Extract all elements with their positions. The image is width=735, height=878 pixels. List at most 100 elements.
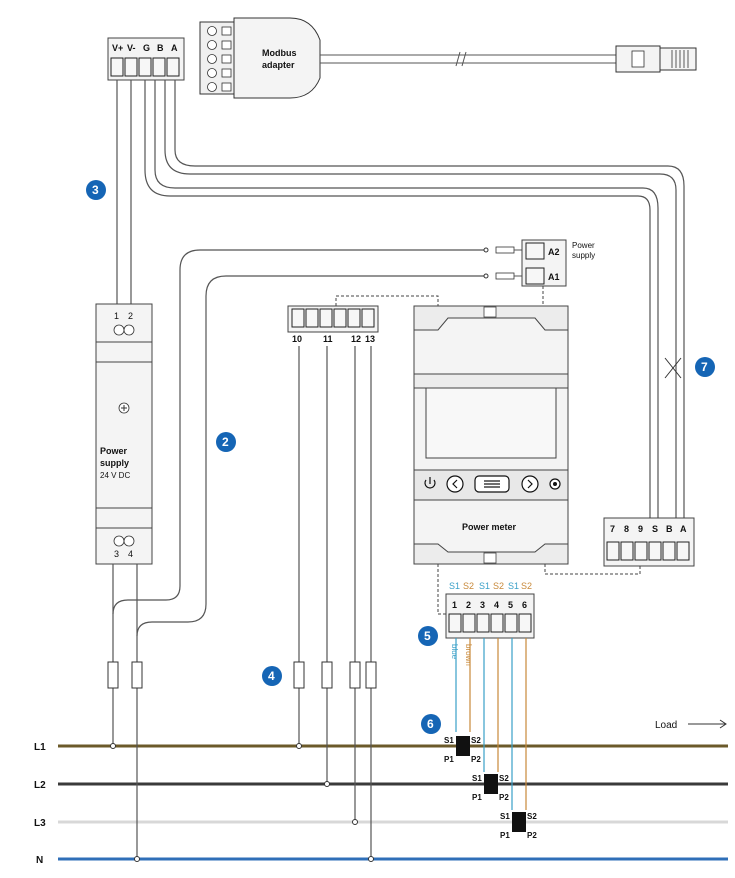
comm-terminal: 7 8 9 S B A bbox=[603, 517, 695, 567]
badge-5: 5 bbox=[418, 626, 438, 646]
badge-number: 4 bbox=[268, 669, 275, 683]
comm-terminal-label: 9 bbox=[638, 524, 643, 534]
power-meter-title: Power meter bbox=[462, 522, 517, 532]
line-label-l3: L3 bbox=[34, 818, 46, 829]
aux-supply-label: Power bbox=[572, 241, 595, 250]
line-label-l2: L2 bbox=[34, 780, 46, 791]
ct-p2-label: P2 bbox=[527, 831, 537, 840]
aux-terminal-label: A1 bbox=[548, 272, 560, 282]
io-terminal-label: 12 bbox=[351, 334, 361, 344]
badge-number: 7 bbox=[701, 360, 708, 374]
rj45-plug-icon bbox=[615, 45, 697, 73]
ct-terminal-number: 5 bbox=[508, 600, 513, 610]
ct-p1-label: P1 bbox=[472, 793, 482, 802]
ct-terminal-number: 1 bbox=[452, 600, 457, 610]
ps-terminal-label: 3 bbox=[114, 549, 119, 559]
badge-number: 6 bbox=[427, 717, 434, 731]
ct-s2-label: S2 bbox=[499, 774, 509, 783]
ps-terminal-label: 4 bbox=[128, 549, 133, 559]
modbus-bus-cable bbox=[144, 80, 685, 520]
comm-terminal-label: 7 bbox=[610, 524, 615, 534]
badge-6: 6 bbox=[421, 714, 441, 734]
wire-color-label-brown: brown bbox=[464, 644, 473, 666]
comm-terminal-label: A bbox=[680, 524, 687, 534]
aux-supply-terminals: A2 A1 Power supply bbox=[483, 239, 595, 306]
modbus-terminal: V+ V- G B A bbox=[107, 37, 185, 81]
power-icon bbox=[424, 477, 436, 489]
ct-wire-label: S2 bbox=[463, 581, 474, 591]
ct-terminal-number: 4 bbox=[494, 600, 499, 610]
menu-icon bbox=[474, 475, 510, 493]
modbus-terminal-label: V- bbox=[127, 43, 136, 53]
io-terminal-label: 10 bbox=[292, 334, 302, 344]
badge-3: 3 bbox=[86, 180, 106, 200]
ps-spec: 24 V DC bbox=[100, 471, 130, 480]
ct-terminal-number: 3 bbox=[480, 600, 485, 610]
fuse-icon bbox=[131, 661, 143, 689]
ct-wire-label: S1 bbox=[508, 581, 519, 591]
arrow-right-icon bbox=[521, 475, 539, 493]
bus-lines: L1 L2 L3 N bbox=[34, 742, 728, 866]
modbus-terminal-label: B bbox=[157, 43, 164, 53]
current-transformer-2: S1 S2 P1 P2 bbox=[472, 774, 509, 802]
load-label: Load bbox=[655, 720, 677, 731]
badge-number: 3 bbox=[92, 183, 99, 197]
load-arrow-icon bbox=[688, 719, 727, 729]
ct-p1-label: P1 bbox=[444, 755, 454, 764]
ct-wires bbox=[455, 638, 527, 810]
ct-s1-label: S1 bbox=[444, 736, 454, 745]
ps-terminal-label: 1 bbox=[114, 311, 119, 321]
modbus-terminal-label: V+ bbox=[112, 43, 123, 53]
adjust-screw-icon bbox=[118, 402, 130, 414]
ct-terminal: S1 S2 S1 S2 S1 S2 1 2 3 4 5 6 bbox=[445, 581, 535, 639]
ps-terminal-screws-icon bbox=[113, 324, 135, 336]
ct-s2-label: S2 bbox=[471, 736, 481, 745]
io-terminal-label: 13 bbox=[365, 334, 375, 344]
ct-p2-label: P2 bbox=[471, 755, 481, 764]
comm-terminal-label: B bbox=[666, 524, 673, 534]
badge-7: 7 bbox=[695, 357, 715, 377]
comm-terminal-label: S bbox=[652, 524, 658, 534]
line-label-l1: L1 bbox=[34, 742, 46, 753]
line-label-n: N bbox=[36, 855, 43, 866]
ct-s2-label: S2 bbox=[527, 812, 537, 821]
ct-wire-label: S1 bbox=[479, 581, 490, 591]
ct-s1-label: S1 bbox=[472, 774, 482, 783]
ct-wire-label: S2 bbox=[493, 581, 504, 591]
modbus-adapter-subtitle: adapter bbox=[262, 60, 295, 70]
power-meter: Power meter bbox=[413, 305, 641, 615]
current-transformer-3: S1 S2 P1 P2 bbox=[500, 812, 537, 840]
badge-4: 4 bbox=[262, 666, 282, 686]
ps-terminal-label: 2 bbox=[128, 311, 133, 321]
ps-name-line2: supply bbox=[100, 458, 129, 468]
arrow-left-icon bbox=[446, 475, 464, 493]
io-terminal-label: 11 bbox=[323, 334, 333, 344]
ps-name: Power bbox=[100, 446, 128, 456]
fuse-icon bbox=[321, 661, 333, 689]
wire-color-label-blue: blue bbox=[450, 644, 459, 660]
ct-s1-label: S1 bbox=[500, 812, 510, 821]
fuse-icon bbox=[107, 661, 119, 689]
modbus-terminal-label: A bbox=[171, 43, 178, 53]
ps-terminal-screws-icon bbox=[113, 535, 135, 547]
badge-number: 2 bbox=[222, 435, 229, 449]
ct-p2-label: P2 bbox=[499, 793, 509, 802]
fuse-icon bbox=[349, 661, 361, 689]
badge-number: 5 bbox=[424, 629, 431, 643]
ct-p1-label: P1 bbox=[500, 831, 510, 840]
modbus-terminal-label: G bbox=[143, 43, 150, 53]
twisted-pair-icon bbox=[664, 357, 682, 379]
ct-wire-label: S2 bbox=[521, 581, 532, 591]
fuse-icon bbox=[293, 661, 305, 689]
fuse-icon bbox=[365, 661, 377, 689]
power-supply-24v: 1 2 Power supply 24 V DC 3 4 bbox=[95, 80, 153, 565]
sensor-icon bbox=[549, 478, 561, 490]
comm-terminal-label: 8 bbox=[624, 524, 629, 534]
badge-2: 2 bbox=[216, 432, 236, 452]
ct-terminal-number: 2 bbox=[466, 600, 471, 610]
ct-wire-label: S1 bbox=[449, 581, 460, 591]
ct-terminal-number: 6 bbox=[522, 600, 527, 610]
aux-supply-label-line2: supply bbox=[572, 251, 595, 260]
aux-terminal-label: A2 bbox=[548, 247, 560, 257]
